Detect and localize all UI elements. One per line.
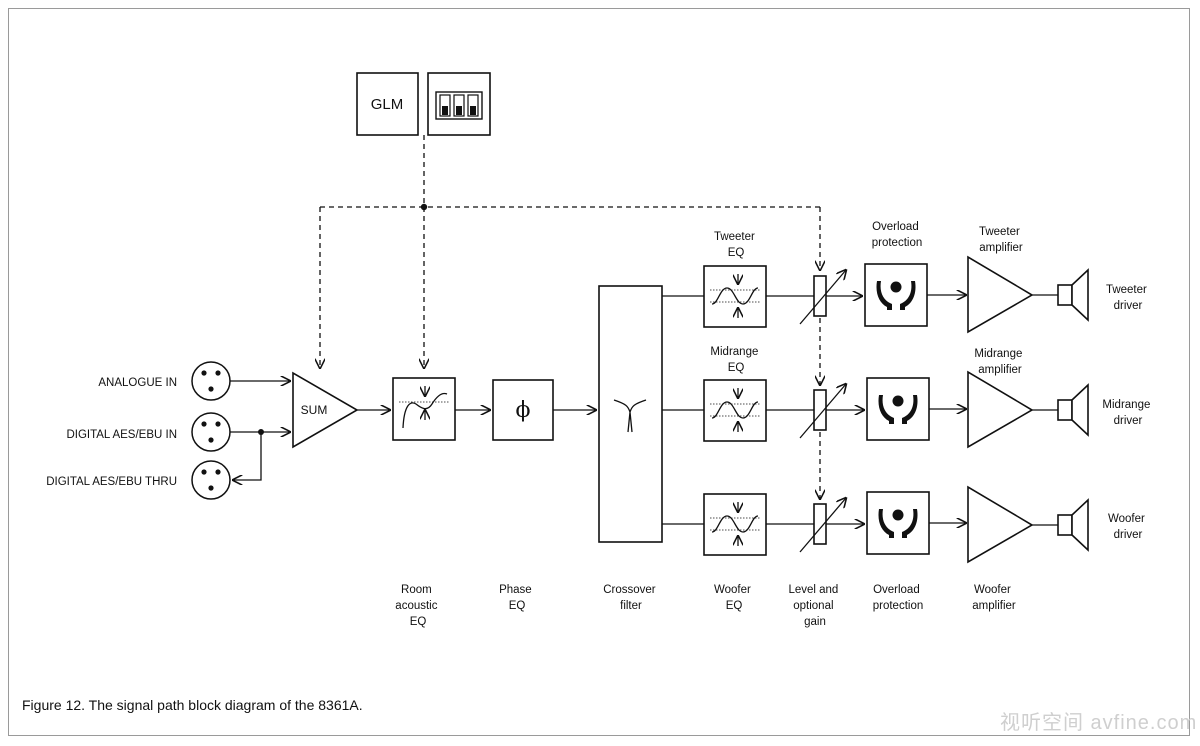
overload-top-label: Overload protection [872, 221, 923, 249]
watermark: 视听空间 avfine.com [1000, 712, 1198, 734]
tweeter-amplifier [967, 255, 1034, 334]
phase-eq-label: Phase EQ [499, 584, 535, 612]
woofer-level-control [799, 498, 846, 553]
figure-caption: Figure 12. The signal path block diagram… [22, 697, 363, 713]
tweeter-eq-block [703, 265, 767, 328]
control-lines [320, 135, 820, 499]
tweeter-eq-label: Tweeter EQ [714, 231, 758, 259]
room-eq-label: Room acoustic EQ [395, 584, 440, 628]
tweeter-level-control [799, 270, 846, 325]
level-label: Level and optional gain [788, 584, 841, 628]
woofer-eq-block [703, 493, 767, 556]
woofer-driver-label: Woofer driver [1108, 513, 1148, 541]
woofer-overload-block [866, 491, 930, 555]
tweeter-overload-block [864, 263, 928, 327]
digital-thru-label: DIGITAL AES/EBU THRU [46, 476, 177, 488]
room-eq-block [392, 377, 456, 441]
woofer-eq-label: Woofer EQ [714, 584, 754, 612]
midrange-overload-block [866, 377, 930, 441]
crossover-filter-block [598, 285, 663, 543]
dip-switch-icon [427, 72, 491, 136]
protection-icon [876, 281, 916, 310]
midrange-level-control [799, 384, 846, 439]
midrange-driver-label: Midrange driver [1102, 399, 1153, 427]
sum-label: SUM [301, 403, 328, 417]
midrange-amp-label: Midrange amplifier [974, 348, 1025, 376]
digital-in-label: DIGITAL AES/EBU IN [66, 429, 177, 441]
protection-icon [878, 395, 918, 424]
glm-box: GLM [356, 72, 419, 136]
xlr-connector-icon [191, 460, 231, 500]
sum-block: SUM [292, 371, 359, 449]
phase-eq-block: ϕ [492, 379, 554, 441]
protection-icon [878, 509, 918, 538]
xlr-connector-icon [191, 361, 231, 401]
overload-bottom-label: Overload protection [873, 584, 924, 612]
speaker-icon [1057, 268, 1089, 322]
woofer-amp-label: Woofer amplifier [972, 584, 1016, 612]
tweeter-amp-label: Tweeter amplifier [979, 226, 1023, 254]
crossover-label: Crossover filter [603, 584, 659, 612]
analogue-in-label: ANALOGUE IN [98, 377, 177, 389]
speaker-icon [1057, 498, 1089, 552]
xlr-connector-icon [191, 412, 231, 452]
midrange-eq-block [703, 379, 767, 442]
speaker-icon [1057, 383, 1089, 437]
glm-label: GLM [371, 96, 404, 113]
midrange-eq-label: Midrange EQ [710, 346, 761, 374]
midrange-amplifier [967, 370, 1034, 449]
phase-symbol: ϕ [516, 398, 531, 423]
woofer-amplifier [967, 485, 1034, 564]
tweeter-driver-label: Tweeter driver [1106, 284, 1150, 312]
